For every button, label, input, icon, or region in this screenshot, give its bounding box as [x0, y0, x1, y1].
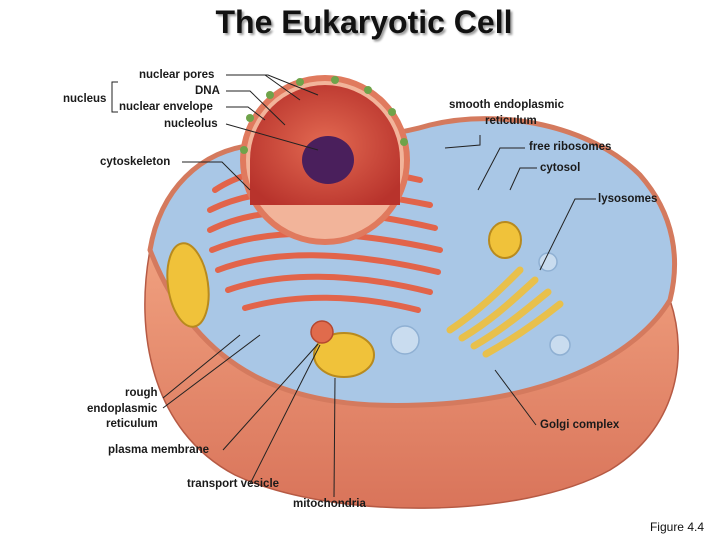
label-smooth-er-line2: reticulum: [485, 115, 537, 127]
label-cytosol: cytosol: [540, 162, 581, 174]
label-transport-vesicle: transport vesicle: [187, 478, 280, 490]
label-free-ribosomes: free ribosomes: [529, 141, 612, 153]
label-nucleolus: nucleolus: [164, 118, 218, 130]
vesicle-shapes: [390, 252, 571, 356]
figure-caption: Figure 4.4: [649, 520, 704, 534]
label-nucleus: nucleus: [63, 93, 107, 105]
label-mitochondria: mitochondria: [293, 498, 366, 510]
transport-vesicle-shape: [310, 320, 334, 344]
mitochondrion-shapes: [166, 221, 522, 378]
golgi-complex-shape: [446, 266, 564, 358]
cytosol-surface: [147, 116, 677, 408]
label-rough-er-line1: rough: [125, 387, 158, 399]
label-nuclear-envelope: nuclear envelope: [119, 101, 213, 113]
label-lysosomes: lysosomes: [598, 193, 658, 205]
label-cytoskeleton: cytoskeleton: [100, 156, 171, 168]
label-rough-er-line3: reticulum: [106, 418, 158, 430]
label-golgi-complex: Golgi complex: [540, 419, 620, 431]
label-dna: DNA: [195, 85, 220, 97]
nucleus: [240, 75, 410, 245]
leader-lines: [111, 74, 596, 498]
page-title: The Eukaryotic Cell: [215, 4, 513, 40]
label-nuclear-pores: nuclear pores: [139, 69, 215, 81]
label-plasma-membrane: plasma membrane: [108, 444, 209, 456]
nucleolus-body: [302, 136, 354, 184]
label-smooth-er-line1: smooth endoplasmic: [449, 99, 565, 111]
label-rough-er-line2: endoplasmic: [87, 403, 158, 415]
